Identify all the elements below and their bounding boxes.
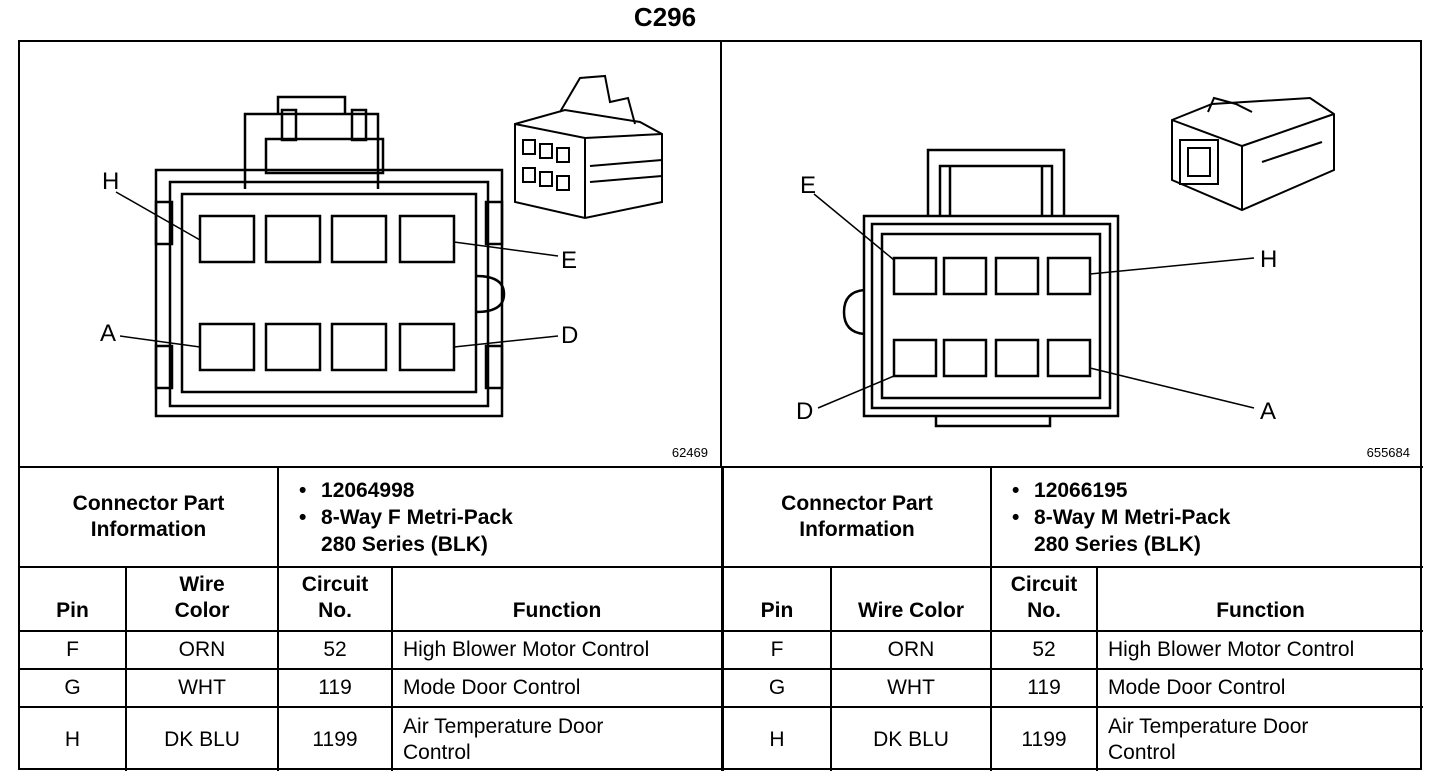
connector-title: C296 (633, 2, 697, 32)
part-description: 8-Way M Metri-Pack (1012, 504, 1423, 531)
part-number: 12064998 (299, 477, 721, 504)
part-description: 8-Way F Metri-Pack (299, 504, 721, 531)
col-header-wire-color: Wire Color (829, 566, 993, 632)
cell-function: Mode Door Control (391, 668, 724, 708)
cell-pin: H (722, 706, 832, 771)
pin-label-h: H (102, 168, 120, 195)
cell-wire-color: DK BLU (829, 706, 993, 771)
leader-line-e (813, 193, 895, 261)
part-number: 12066195 (1012, 477, 1423, 504)
table-row: F ORN 52 High Blower Motor Control (20, 630, 724, 670)
cell-function: Air Temperature Door Control (391, 706, 724, 771)
female-connector-pane: H E A D 62469 (20, 42, 722, 466)
cell-circuit-no: 1199 (277, 706, 394, 771)
leader-line-d (817, 375, 895, 409)
cell-wire-color: ORN (124, 630, 280, 670)
figure-number: 655684 (1366, 445, 1410, 460)
part-info-list: 12066195 8-Way M Metri-Pack 280 Series (… (990, 466, 1424, 568)
cell-function: Mode Door Control (1096, 668, 1424, 708)
part-series: 280 Series (BLK) (321, 532, 488, 556)
female-connector-pinout-table: Connector Part Information 12064998 8-Wa… (20, 466, 724, 771)
part-info-list: 12064998 8-Way F Metri-Pack 280 Series (… (277, 466, 724, 568)
connector-part-info-label: Connector Part Information (721, 466, 993, 568)
pin-label-a: A (1260, 398, 1277, 425)
cell-wire-color: DK BLU (124, 706, 280, 771)
col-header-circuit-no: Circuit No. (990, 566, 1099, 632)
cell-pin: F (722, 630, 832, 670)
pin-label-d: D (561, 322, 579, 349)
cell-wire-color: WHT (124, 668, 280, 708)
table-row: H DK BLU 1199 Air Temperature Door Contr… (20, 706, 724, 771)
pin-label-a: A (100, 320, 117, 347)
cell-function: High Blower Motor Control (391, 630, 724, 670)
leader-line-e (453, 241, 559, 257)
cell-circuit-no: 52 (990, 630, 1099, 670)
cell-circuit-no: 1199 (990, 706, 1099, 771)
cell-pin: H (20, 706, 127, 771)
leader-line-h (115, 191, 201, 241)
cell-wire-color: ORN (829, 630, 993, 670)
table-row: G WHT 119 Mode Door Control (722, 668, 1424, 708)
col-header-wire-color: Wire Color (124, 566, 280, 632)
connector-sheet: H E A D 62469 (18, 40, 1424, 771)
male-connector-pane: E H D A 655684 (722, 42, 1422, 466)
pin-label-e: E (561, 247, 578, 274)
cell-circuit-no: 52 (277, 630, 394, 670)
table-row: F ORN 52 High Blower Motor Control (722, 630, 1424, 670)
cell-function: Air Temperature Door Control (1096, 706, 1424, 771)
cell-circuit-no: 119 (277, 668, 394, 708)
part-series: 280 Series (BLK) (1034, 532, 1201, 556)
female-connector-face-diagram (115, 74, 663, 418)
cell-wire-color: WHT (829, 668, 993, 708)
table-row: H DK BLU 1199 Air Temperature Door Contr… (722, 706, 1424, 771)
cell-pin: G (20, 668, 127, 708)
cell-pin: F (20, 630, 127, 670)
col-header-pin: Pin (722, 566, 832, 632)
cell-pin: G (722, 668, 832, 708)
leader-line-d (453, 335, 559, 348)
col-header-circuit-no: Circuit No. (277, 566, 394, 632)
pin-label-h: H (1260, 246, 1278, 273)
pin-label-d: D (796, 398, 814, 425)
cell-function: High Blower Motor Control (1096, 630, 1424, 670)
male-connector-pinout-table: Connector Part Information 12066195 8-Wa… (721, 466, 1424, 771)
pin-label-e: E (800, 172, 817, 199)
col-header-pin: Pin (20, 566, 127, 632)
col-header-function: Function (1096, 566, 1424, 632)
cell-circuit-no: 119 (990, 668, 1099, 708)
col-header-function: Function (391, 566, 724, 632)
leader-line-a (1089, 367, 1255, 409)
leader-line-h (1089, 257, 1255, 275)
figure-number: 62469 (671, 445, 708, 460)
male-connector-face-diagram (813, 96, 1335, 428)
table-row: G WHT 119 Mode Door Control (20, 668, 724, 708)
leader-line-a (119, 335, 201, 348)
connector-part-info-label: Connector Part Information (20, 466, 280, 568)
